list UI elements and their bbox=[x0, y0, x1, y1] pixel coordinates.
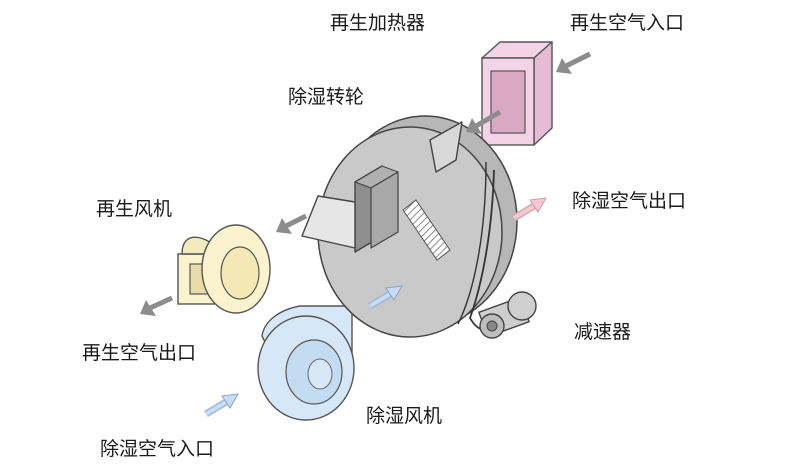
label-regen-air-inlet: 再生空气入口 bbox=[570, 12, 685, 34]
label-regen-heater: 再生加热器 bbox=[330, 12, 426, 34]
arrow-process-air-inlet bbox=[204, 393, 239, 418]
desiccant-wheel bbox=[301, 115, 518, 338]
arrow-fan-to-wheel bbox=[368, 285, 403, 310]
label-regen-air-outlet: 再生空气出口 bbox=[82, 342, 197, 364]
label-desiccant-wheel: 除湿转轮 bbox=[288, 86, 365, 108]
label-process-air-inlet: 除湿空气入口 bbox=[100, 438, 215, 460]
reducer-motor bbox=[477, 291, 537, 339]
label-reducer: 减速器 bbox=[574, 321, 632, 343]
arrow-process-air-outlet bbox=[512, 197, 547, 222]
label-regen-fan: 再生风机 bbox=[96, 198, 173, 220]
regen-fan-unit bbox=[177, 224, 271, 314]
label-process-fan: 除湿风机 bbox=[366, 405, 443, 427]
regen-heater-box bbox=[481, 41, 553, 146]
arrow-regen-air-outlet bbox=[140, 295, 174, 316]
label-process-air-outlet: 除湿空气出口 bbox=[572, 190, 687, 212]
process-fan-unit bbox=[257, 305, 355, 421]
arrow-wheel-to-regen-fan bbox=[276, 213, 308, 234]
arrow-heater-to-wheel bbox=[466, 109, 502, 134]
arrow-regen-air-inlet bbox=[556, 51, 592, 74]
